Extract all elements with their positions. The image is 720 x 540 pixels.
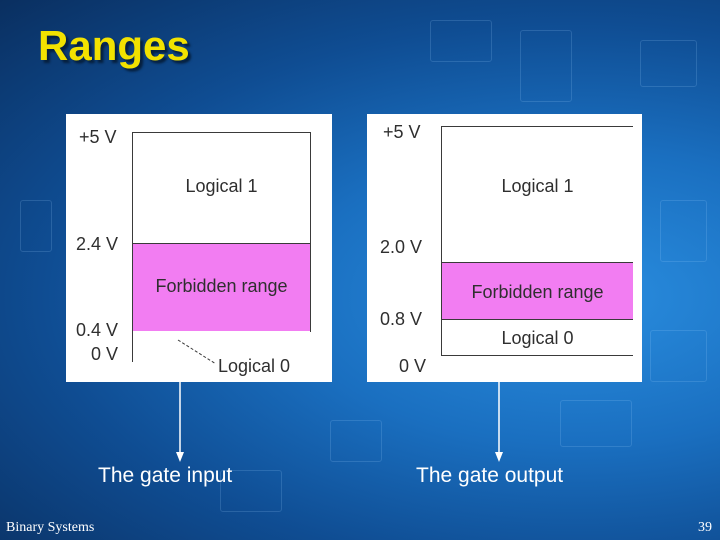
output-v20-label: 2.0 V xyxy=(380,237,423,257)
output-logical0-label: Logical 0 xyxy=(501,328,574,348)
output-caption: The gate output xyxy=(416,464,564,487)
input-right-line xyxy=(310,132,311,332)
output-bottom-line xyxy=(441,355,633,356)
output-logical1-label: Logical 1 xyxy=(501,176,574,196)
input-logical0-pointer xyxy=(177,339,217,365)
footer-course-title: Binary Systems xyxy=(6,520,95,535)
slide-title: Ranges xyxy=(38,22,190,69)
output-forbidden-band xyxy=(442,263,633,319)
input-logical0-label: Logical 0 xyxy=(218,356,291,376)
output-top-line xyxy=(441,126,633,127)
output-v08-label: 0.8 V xyxy=(380,309,423,329)
output-band-top-line xyxy=(441,262,633,263)
input-v0-label: 0 V xyxy=(91,344,119,364)
background-decoration xyxy=(660,200,707,262)
background-decoration xyxy=(560,400,632,447)
output-forbidden-label: Forbidden range xyxy=(471,282,604,302)
output-arrow xyxy=(495,382,503,462)
output-plus5-label: +5 V xyxy=(383,122,421,142)
output-range-panel: +5 V 2.0 V 0.8 V 0 V Logical 1 Forbidden… xyxy=(367,114,642,382)
input-range-panel: +5 V 2.4 V 0.4 V 0 V Logical 1 Forbidden… xyxy=(66,114,332,382)
input-v24-label: 2.4 V xyxy=(76,234,119,254)
input-arrow xyxy=(176,382,184,462)
input-plus5-label: +5 V xyxy=(79,127,117,147)
page-number: 39 xyxy=(698,520,712,535)
background-decoration xyxy=(650,330,707,382)
output-axis-line xyxy=(441,126,442,356)
input-v04-label: 0.4 V xyxy=(76,320,119,340)
background-decoration xyxy=(430,20,492,62)
input-forbidden-label: Forbidden range xyxy=(155,276,288,296)
input-axis-line xyxy=(132,132,133,362)
input-forbidden-band xyxy=(133,244,310,331)
input-top-line xyxy=(132,132,310,133)
input-band-top-line xyxy=(132,243,311,244)
input-logical1-label: Logical 1 xyxy=(185,176,258,196)
output-v0-label: 0 V xyxy=(399,356,427,376)
background-decoration xyxy=(640,40,697,87)
input-caption: The gate input xyxy=(98,464,233,487)
background-decoration xyxy=(220,470,282,512)
background-decoration xyxy=(330,420,382,462)
background-decoration xyxy=(520,30,572,102)
output-band-bottom-line xyxy=(441,319,633,320)
background-decoration xyxy=(20,200,52,252)
